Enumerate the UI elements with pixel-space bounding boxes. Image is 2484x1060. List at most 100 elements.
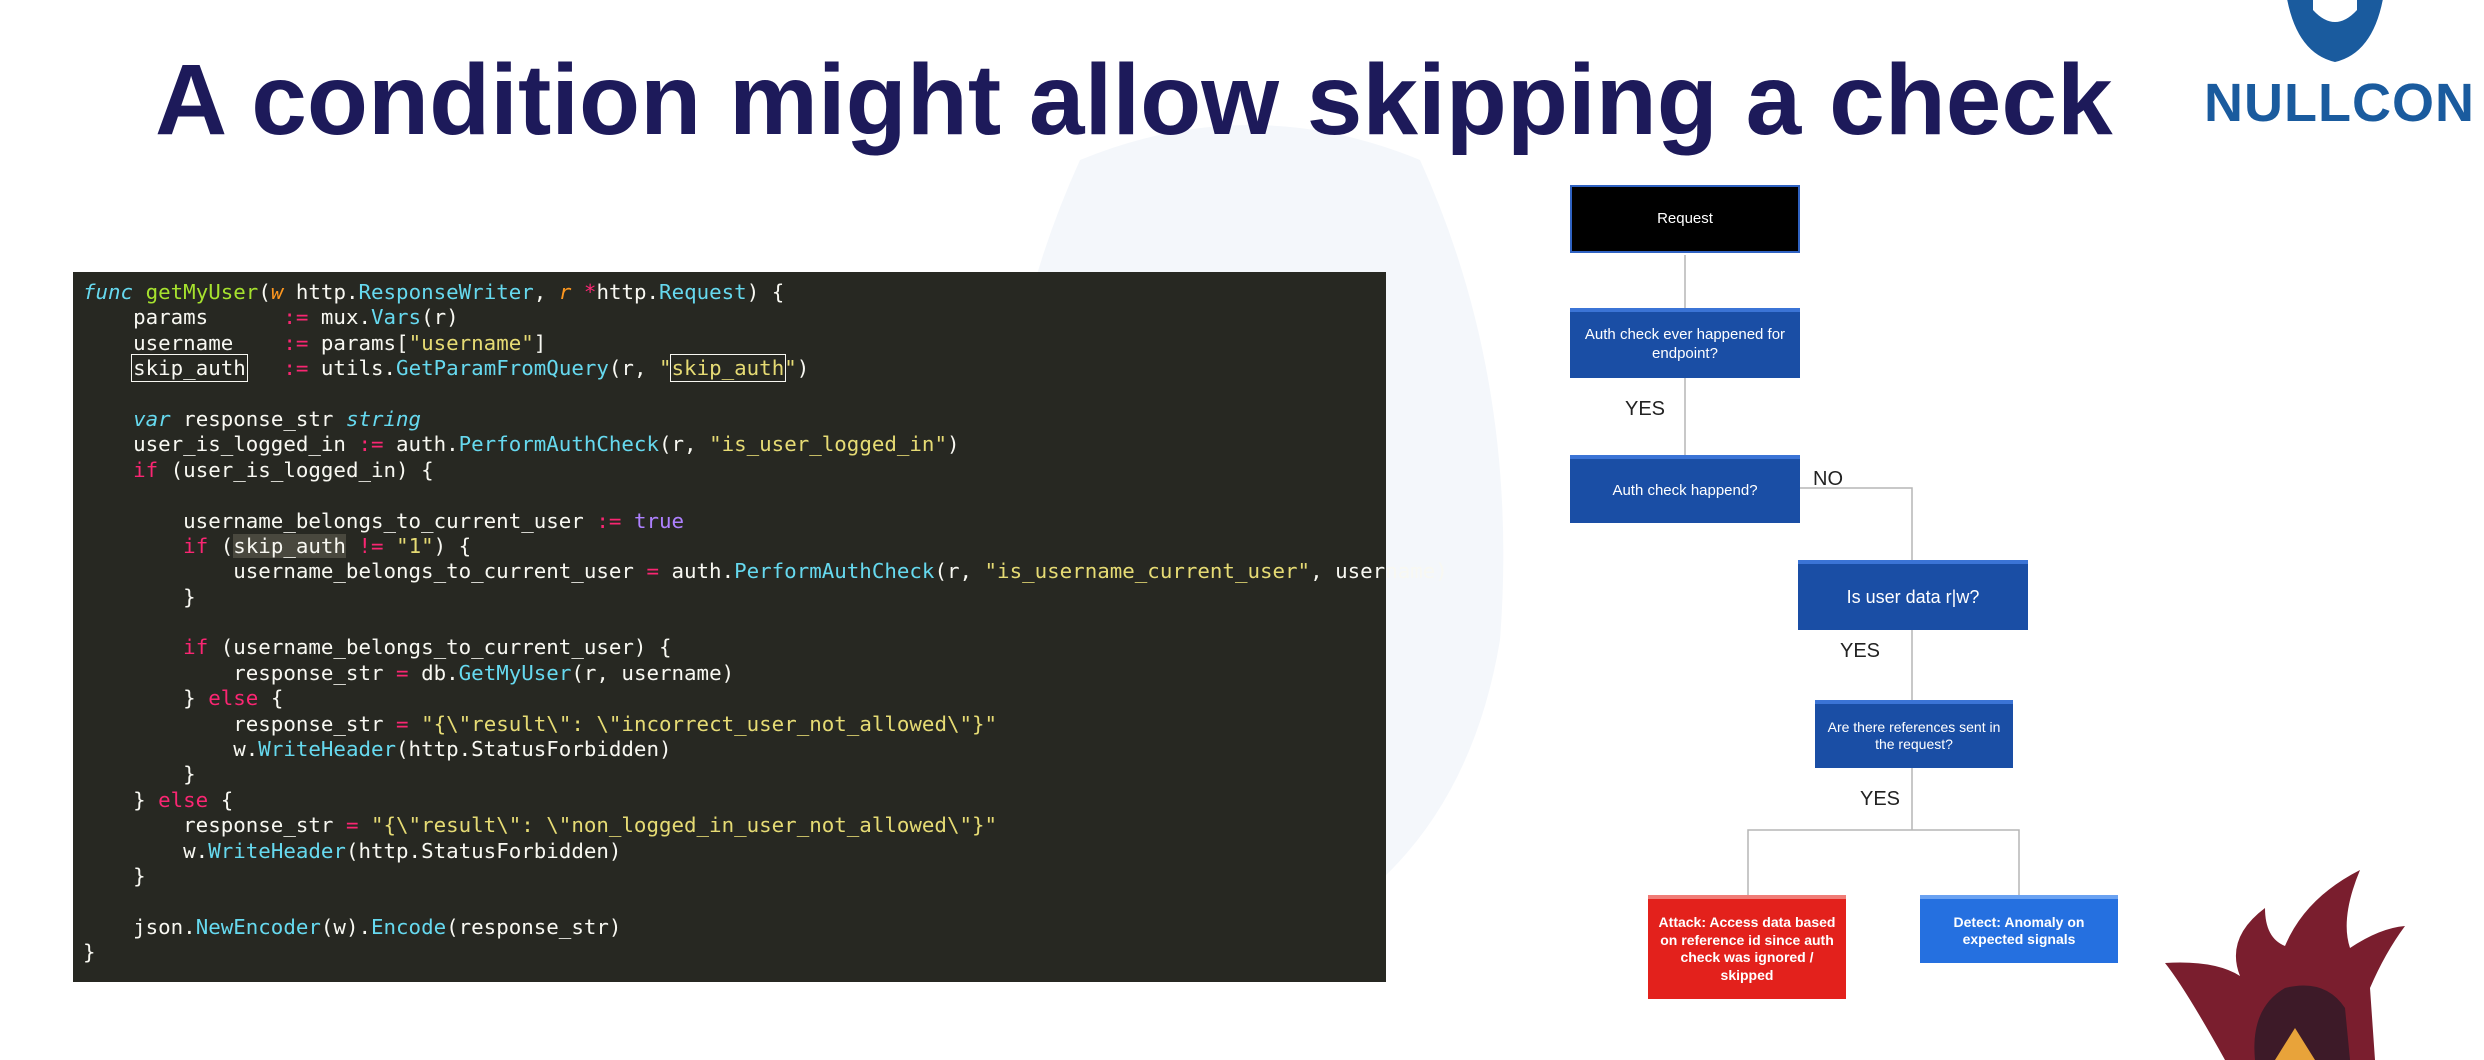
code-token [133, 280, 146, 304]
code-token: username_belongs_to_current_user [83, 508, 597, 533]
code-token: (w). [320, 914, 371, 939]
code-token: username [83, 330, 284, 355]
code-token: , username) [1310, 559, 1448, 584]
code-token: = [646, 559, 659, 584]
flow-node-user-data-label: Is user data r|w? [1846, 586, 1980, 607]
code-token: GetMyUser [458, 660, 572, 685]
code-line: } [83, 940, 1386, 965]
code-token: } [83, 584, 196, 609]
code-line: } [83, 585, 1386, 610]
flowchart-connectors [1684, 255, 2020, 902]
code-token: Vars [371, 305, 422, 330]
code-token: w. [83, 737, 259, 762]
flow-node-auth-ever-label: Auth check ever happened for endpoint? [1584, 326, 1786, 362]
code-token: else [158, 787, 209, 812]
code-token: * [583, 280, 597, 304]
code-token: w [270, 280, 284, 304]
code-token: ) [946, 432, 960, 457]
flow-node-attack-label: Attack: Access data based on reference i… [1658, 914, 1836, 983]
code-line: username := params["username"] [83, 331, 1386, 356]
code-token: Request [659, 280, 747, 304]
code-line: skip_auth := utils.GetParamFromQuery(r, … [83, 354, 1386, 383]
code-token: = [396, 711, 409, 736]
code-token: response_str [170, 406, 346, 431]
code-line: if (user_is_logged_in) { [83, 458, 1386, 483]
code-token: auth. [383, 432, 459, 457]
code-line: params := mux.Vars(r) [83, 305, 1386, 330]
flow-node-detect-label: Detect: Anomaly on expected signals [1953, 913, 2085, 948]
code-token: utils. [308, 356, 397, 381]
code-token [384, 534, 397, 558]
code-line: username_belongs_to_current_user := true [83, 509, 1386, 534]
edge-split-branches [1747, 829, 2020, 902]
code-token: { [258, 686, 284, 711]
code-token: "{\"result\": \"non_logged_in_user_not_a… [371, 813, 998, 838]
code-token: := [596, 508, 622, 533]
code-token: { [208, 787, 234, 812]
code-token [83, 534, 183, 558]
code-line: response_str = "{\"result\": \"incorrect… [83, 712, 1386, 737]
code-token: (http.StatusForbidden) [396, 737, 672, 762]
code-token: true [633, 508, 685, 533]
code-token: func [83, 280, 134, 304]
code-token [409, 712, 422, 736]
code-token: getMyUser [145, 280, 259, 304]
code-line [83, 483, 1386, 508]
flow-node-auth-happened: Auth check happend? [1570, 455, 1800, 523]
code-token: db. [408, 660, 459, 685]
code-token: response_str [83, 711, 397, 736]
code-token [83, 407, 133, 431]
code-line: user_is_logged_in := auth.PerformAuthChe… [83, 432, 1386, 457]
code-token: "{\"result\": \"incorrect_user_not_allow… [421, 711, 998, 736]
code-token: (r, [934, 559, 985, 584]
flow-node-user-data: Is user data r|w? [1798, 560, 2028, 630]
code-token: var [133, 406, 171, 431]
code-token: ) { [433, 533, 472, 558]
flow-node-auth-ever: Auth check ever happened for endpoint? [1570, 308, 1800, 378]
code-lines: func getMyUser(w http.ResponseWriter, r … [83, 280, 1448, 966]
code-token: } [83, 762, 196, 787]
code-token: ) [796, 356, 810, 381]
code-token: (r, [608, 356, 659, 381]
nullcon-logo: NULLCON [2190, 0, 2484, 140]
code-token: := [358, 432, 384, 457]
code-token: user_is_logged_in [83, 432, 359, 457]
flow-node-references: Are there references sent in the request… [1815, 700, 2013, 768]
code-line: w.WriteHeader(http.StatusForbidden) [83, 737, 1386, 762]
code-token: (r) [421, 305, 459, 330]
code-token: "username" [408, 330, 534, 355]
code-token [358, 813, 371, 837]
code-token: := [283, 356, 309, 381]
code-token: if [133, 457, 159, 482]
code-token [83, 458, 133, 482]
mascot-illustration [2165, 870, 2405, 1060]
code-token: PerformAuthCheck [458, 432, 659, 457]
code-line: w.WriteHeader(http.StatusForbidden) [83, 839, 1386, 864]
code-token: " [784, 356, 797, 381]
code-token: (response_str) [446, 914, 622, 939]
code-line: func getMyUser(w http.ResponseWriter, r … [83, 280, 1386, 305]
code-token: ] [533, 330, 547, 355]
code-token: r [558, 280, 572, 304]
code-token [571, 280, 584, 304]
code-token [246, 356, 284, 380]
code-line: json.NewEncoder(w).Encode(response_str) [83, 915, 1386, 940]
code-token: "1" [396, 533, 434, 558]
code-token: params [83, 305, 284, 330]
code-token: } [83, 787, 159, 812]
code-token [83, 635, 183, 659]
code-token: if [183, 635, 209, 660]
code-token: , [533, 280, 559, 304]
flow-node-request-label: Request [1657, 209, 1713, 227]
code-token [621, 509, 634, 533]
code-token: (user_is_logged_in) { [158, 457, 434, 482]
code-token: " [659, 356, 672, 381]
code-token: http. [283, 280, 359, 304]
logo-text: NULLCON [2204, 73, 2475, 133]
code-token: } [83, 863, 146, 888]
code-token: username_belongs_to_current_user [83, 559, 647, 584]
code-panel: func getMyUser(w http.ResponseWriter, r … [73, 272, 1448, 982]
slide-title: A condition might allow skipping a check [155, 44, 2113, 156]
flow-node-references-label: Are there references sent in the request… [1827, 718, 2001, 753]
code-line: if (skip_auth != "1") { [83, 533, 1386, 559]
